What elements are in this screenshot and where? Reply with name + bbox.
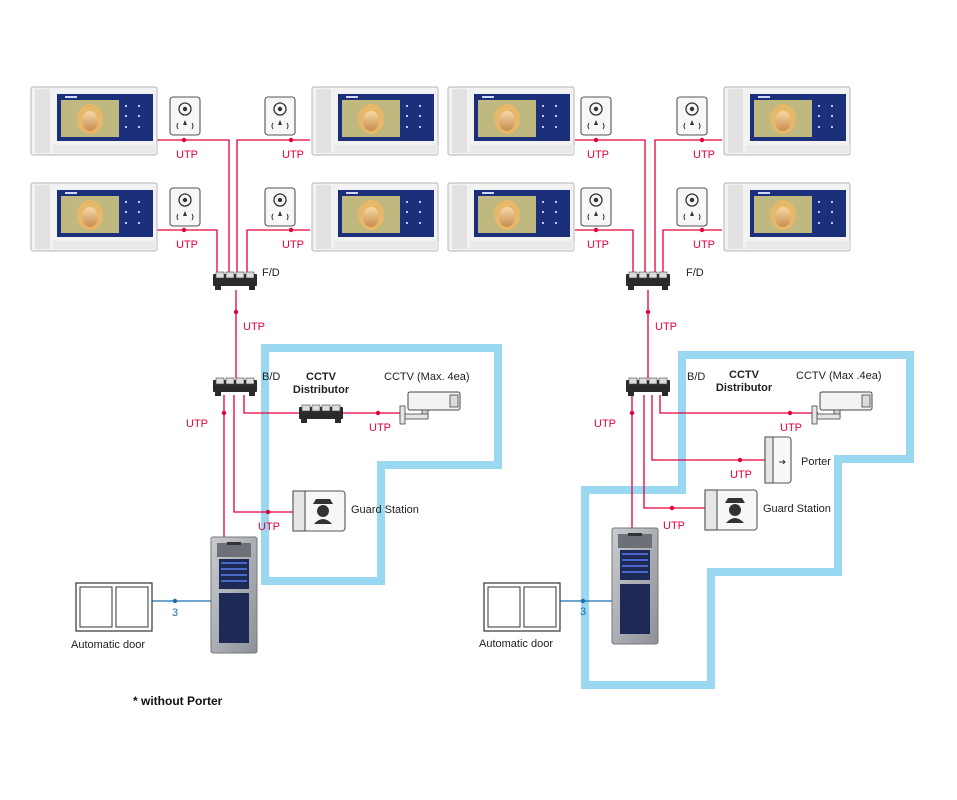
utp-label: UTP <box>587 149 609 161</box>
video-monitor-icon <box>723 182 851 252</box>
door-camera-icon <box>580 187 612 227</box>
cctv-label: CCTV (Max. 4ea) <box>384 371 470 383</box>
guard-station-label: Guard Station <box>351 504 419 516</box>
door-camera-icon <box>169 187 201 227</box>
utp-label: UTP <box>780 422 802 434</box>
porter-label: Porter <box>801 456 831 468</box>
lobby-panel-icon <box>611 527 659 645</box>
door-wire-count: 3 <box>580 606 586 618</box>
utp-label: UTP <box>693 149 715 161</box>
door-camera-icon <box>264 96 296 136</box>
door-camera-icon <box>676 187 708 227</box>
utp-label: UTP <box>243 321 265 333</box>
utp-label: UTP <box>186 418 208 430</box>
fd-label: F/D <box>686 267 704 279</box>
cctv-camera-icon <box>811 391 873 425</box>
utp-label: UTP <box>693 239 715 251</box>
cctv-distributor-hub <box>298 404 344 424</box>
video-monitor-icon <box>311 182 439 252</box>
utp-label: UTP <box>369 422 391 434</box>
video-monitor-icon <box>447 86 575 156</box>
cctv-label: CCTV (Max .4ea) <box>796 370 882 382</box>
utp-label: UTP <box>587 239 609 251</box>
footnote: * without Porter <box>133 694 223 708</box>
cctv-distributor-label: Distributor <box>293 384 350 396</box>
lobby-panel-icon <box>210 536 258 654</box>
guard-station-icon <box>704 489 758 531</box>
video-monitor-icon <box>311 86 439 156</box>
bd-label: B/D <box>262 371 280 383</box>
automatic-door-label: Automatic door <box>479 638 553 650</box>
door-camera-icon <box>264 187 296 227</box>
fd-hub-left <box>212 271 258 291</box>
porter-phone-icon <box>764 436 792 484</box>
wiring-right <box>560 137 818 604</box>
utp-label: UTP <box>730 469 752 481</box>
guard-station-label: Guard Station <box>763 503 831 515</box>
video-monitor-icon <box>447 182 575 252</box>
utp-label: UTP <box>176 239 198 251</box>
video-monitor-icon <box>30 182 158 252</box>
utp-label: UTP <box>176 149 198 161</box>
video-monitor-icon <box>30 86 158 156</box>
door-camera-icon <box>676 96 708 136</box>
cctv-distributor-label: CCTV <box>306 371 337 383</box>
cctv-camera-icon <box>399 391 461 425</box>
video-monitor-icon <box>723 86 851 156</box>
zone-left <box>261 344 502 585</box>
cctv-distributor-label: Distributor <box>716 382 773 394</box>
bd-label: B/D <box>687 371 705 383</box>
wiring-left <box>152 137 405 604</box>
bd-hub-right <box>625 377 671 397</box>
utp-label: UTP <box>663 520 685 532</box>
guard-station-icon <box>292 490 346 532</box>
zone-right <box>581 351 914 689</box>
automatic-door-icon <box>483 582 561 632</box>
utp-label: UTP <box>282 239 304 251</box>
automatic-door-icon <box>75 582 153 632</box>
door-camera-icon <box>169 96 201 136</box>
utp-label: UTP <box>258 521 280 533</box>
automatic-door-label: Automatic door <box>71 639 145 651</box>
fd-hub-right <box>625 271 671 291</box>
fd-label: F/D <box>262 267 280 279</box>
bd-hub-left <box>212 377 258 397</box>
cctv-distributor-label: CCTV <box>729 369 760 381</box>
utp-label: UTP <box>282 149 304 161</box>
utp-label: UTP <box>594 418 616 430</box>
utp-label: UTP <box>655 321 677 333</box>
door-wire-count: 3 <box>172 607 178 619</box>
door-camera-icon <box>580 96 612 136</box>
